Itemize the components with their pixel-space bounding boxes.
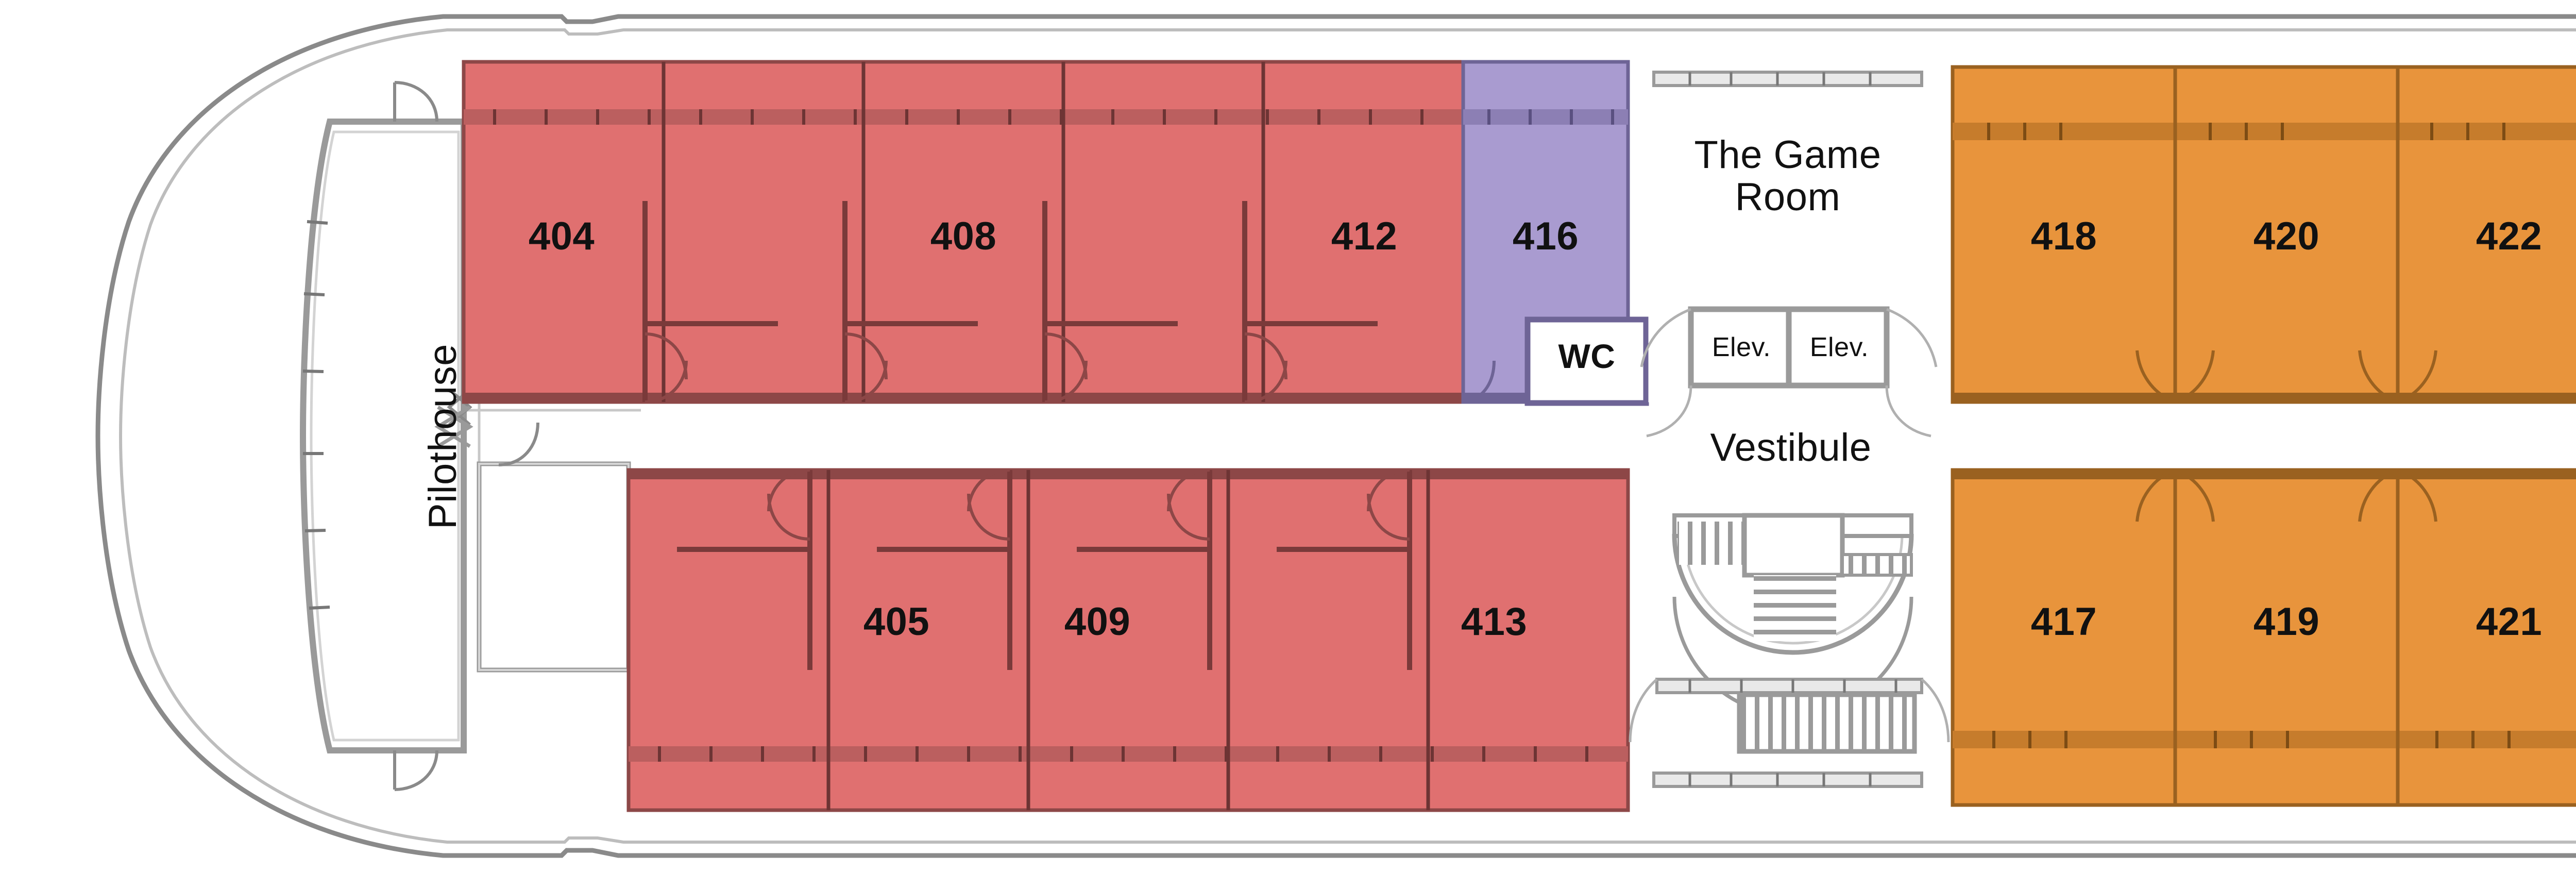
elevator-pair xyxy=(1688,306,1890,389)
watertight-door-fwd xyxy=(434,406,473,448)
upper-red-cabin-block xyxy=(462,60,1465,404)
purple-cabin-416 xyxy=(1461,60,1649,406)
lower-orange-cabin-block xyxy=(1951,468,2576,807)
upper-orange-cabin-block xyxy=(1951,65,2576,404)
hull-outline xyxy=(95,14,2576,858)
game-room-vestibule xyxy=(1629,61,1950,788)
pilothouse-room xyxy=(299,81,467,791)
aft-vestibule-stairs xyxy=(1737,692,1917,754)
spiral-staircase xyxy=(1672,513,1914,717)
lower-red-cabin-block xyxy=(626,468,1630,812)
